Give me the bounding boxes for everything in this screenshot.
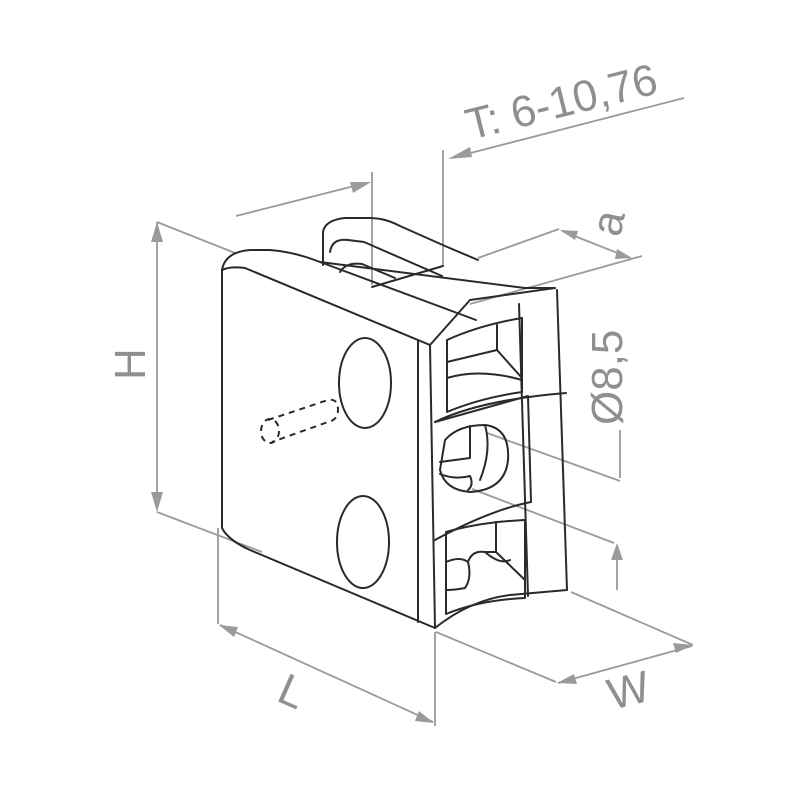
hidden-pin <box>267 398 340 443</box>
top-face <box>221 249 556 289</box>
slot-lower <box>445 519 526 615</box>
dimension-t: T: 6-10,76 <box>442 55 685 265</box>
dimension-w: W <box>435 591 694 720</box>
back-tab <box>322 217 479 266</box>
dimension-a: a <box>469 205 643 305</box>
dimension-w-label: W <box>603 662 656 720</box>
clamp-body <box>221 217 568 629</box>
mounting-hole-lower <box>336 495 390 589</box>
dimension-t-label: T: 6-10,76 <box>461 55 663 150</box>
dimension-h-label: H <box>106 348 155 380</box>
dimension-lines: T: 6-10,76 a Ø8,5 <box>106 55 694 726</box>
front-face <box>221 269 436 629</box>
dimension-l: L <box>217 528 436 726</box>
dimension-h: H <box>106 221 263 553</box>
mounting-hole-upper <box>338 337 392 429</box>
side-face <box>434 289 568 629</box>
dimension-slot <box>235 172 373 285</box>
slot-middle <box>434 395 532 541</box>
dimension-a-label: a <box>582 205 635 240</box>
dimension-diameter-label: Ø8,5 <box>583 330 632 425</box>
dimension-l-label: L <box>271 664 313 719</box>
bolt-hole <box>439 424 510 493</box>
dimension-diameter: Ø8,5 <box>471 330 632 590</box>
slot-upper <box>446 317 523 413</box>
